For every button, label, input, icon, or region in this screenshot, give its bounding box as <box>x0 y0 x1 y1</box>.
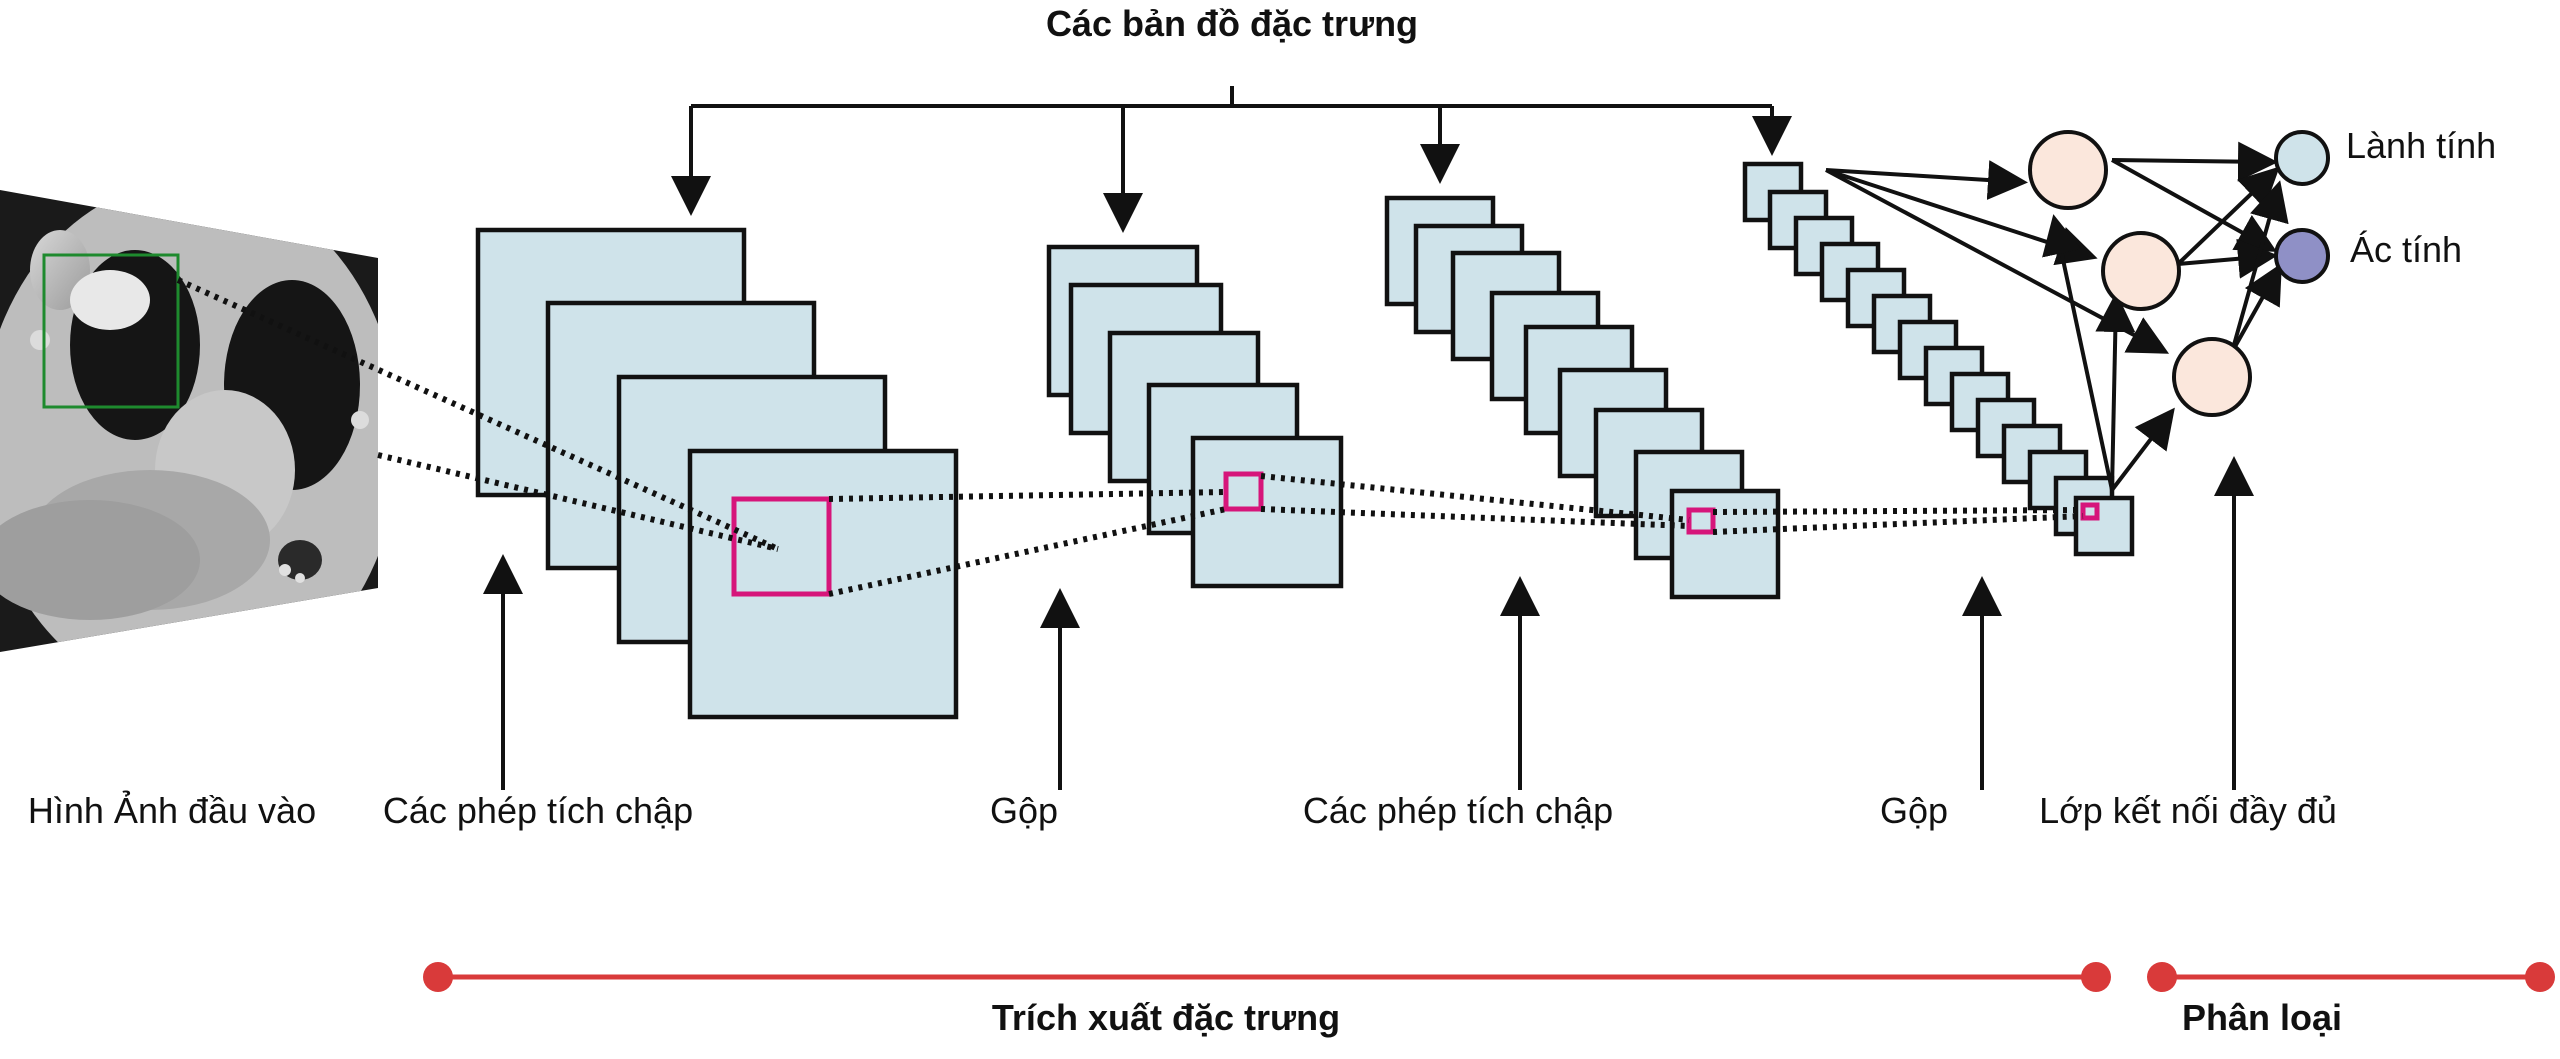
malignant-output-neuron <box>2274 228 2330 284</box>
roi-box <box>42 253 180 409</box>
fc-connections <box>1825 141 2289 492</box>
receptive-field-box <box>1686 507 1716 535</box>
pointer-arrows <box>483 456 2254 790</box>
hidden-neuron <box>2172 337 2252 417</box>
input-ct-image <box>0 190 378 652</box>
pool2-label: Gộp <box>1880 790 1948 831</box>
receptive-field-box <box>2080 502 2100 521</box>
output-neurons: Lành tính Ác tính <box>2274 125 2496 284</box>
input-label: Hình Ảnh đầu vào <box>28 790 316 831</box>
conv1-label: Các phép tích chập <box>383 790 693 831</box>
classification-stage: Phân loại <box>2147 962 2555 1038</box>
feature-maps-bracket <box>671 86 1792 233</box>
benign-label: Lành tính <box>2346 125 2496 166</box>
classification-label: Phân loại <box>2182 997 2342 1038</box>
fc-neurons <box>2028 130 2252 417</box>
feature-maps-title: Các bản đồ đặc trưng <box>1046 3 1418 44</box>
pool1-label: Gộp <box>990 790 1058 831</box>
receptive-field-box <box>731 496 832 597</box>
hidden-neuron <box>2101 231 2181 311</box>
pool1-feature-maps <box>1046 244 1344 589</box>
hidden-neuron <box>2028 130 2108 210</box>
conv1-feature-maps <box>475 227 959 720</box>
malignant-label: Ác tính <box>2350 229 2462 270</box>
conv2-feature-maps <box>1384 195 1781 600</box>
layer-labels: Hình Ảnh đầu vào Các phép tích chập Gộp … <box>28 790 2337 831</box>
benign-output-neuron <box>2274 130 2330 186</box>
fc-label: Lớp kết nối đầy đủ <box>2039 790 2337 831</box>
receptive-field-projections <box>176 277 2084 597</box>
feature-extraction-stage: Trích xuất đặc trưng <box>423 962 2111 1038</box>
feature-extraction-label: Trích xuất đặc trưng <box>992 997 1340 1038</box>
pool2-feature-maps <box>1742 161 2135 557</box>
conv2-label: Các phép tích chập <box>1303 790 1613 831</box>
receptive-field-box <box>1223 471 1264 512</box>
